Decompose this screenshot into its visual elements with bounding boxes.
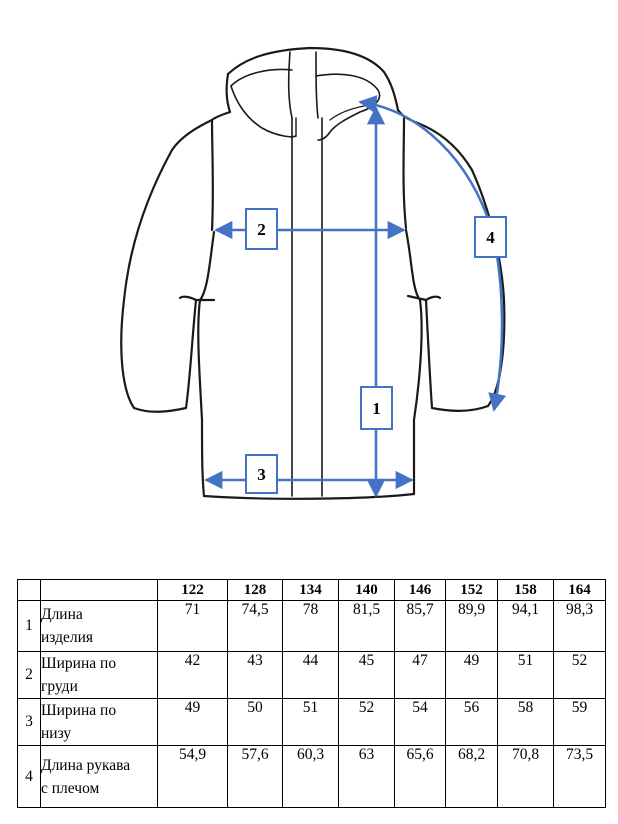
label-box-2: 2 (245, 208, 278, 250)
cell-value: 74,5 (227, 600, 283, 652)
cell-value: 98,3 (553, 600, 606, 652)
cell-value: 70,8 (497, 745, 554, 808)
cell-value: 71 (157, 600, 228, 652)
size-header: 122 (157, 579, 228, 601)
cell-value: 94,1 (497, 600, 554, 652)
svg-text:2: 2 (257, 220, 266, 239)
jacket-outline (120, 46, 506, 500)
cell-value: 44 (282, 651, 339, 699)
cell-value: 81,5 (338, 600, 395, 652)
cell-value: 89,9 (445, 600, 498, 652)
svg-text:3: 3 (257, 465, 266, 484)
cell-value: 51 (497, 651, 554, 699)
header-corner (17, 579, 41, 601)
size-header: 134 (282, 579, 339, 601)
cell-value: 59 (553, 698, 606, 746)
cell-value: 65,6 (394, 745, 446, 808)
row-index: 3 (17, 698, 41, 746)
row-index: 4 (17, 745, 41, 808)
header-name (40, 579, 158, 601)
cell-value: 52 (338, 698, 395, 746)
size-header: 152 (445, 579, 498, 601)
cell-value: 73,5 (553, 745, 606, 808)
cell-value: 54,9 (157, 745, 228, 808)
cell-value: 42 (157, 651, 228, 699)
size-header: 128 (227, 579, 283, 601)
label-box-3: 3 (245, 454, 278, 494)
cell-value: 60,3 (282, 745, 339, 808)
cell-value: 51 (282, 698, 339, 746)
cell-value: 43 (227, 651, 283, 699)
svg-text:1: 1 (372, 399, 381, 418)
cell-value: 45 (338, 651, 395, 699)
size-header: 158 (497, 579, 554, 601)
cell-value: 49 (445, 651, 498, 699)
label-box-4: 4 (474, 216, 507, 258)
cell-value: 85,7 (394, 600, 446, 652)
cell-value: 57,6 (227, 745, 283, 808)
cell-value: 50 (227, 698, 283, 746)
svg-text:4: 4 (486, 228, 495, 247)
size-header: 164 (553, 579, 606, 601)
cell-value: 49 (157, 698, 228, 746)
label-box-1: 1 (360, 386, 393, 430)
row-index: 1 (17, 600, 41, 652)
cell-value: 47 (394, 651, 446, 699)
cell-value: 54 (394, 698, 446, 746)
cell-value: 52 (553, 651, 606, 699)
cell-value: 78 (282, 600, 339, 652)
cell-value: 68,2 (445, 745, 498, 808)
cell-value: 63 (338, 745, 395, 808)
size-header: 146 (394, 579, 446, 601)
cell-value: 58 (497, 698, 554, 746)
header-row: 122 128 134 140 146 152 158 164 (17, 579, 606, 601)
row-index: 2 (17, 651, 41, 699)
jacket-measurement-diagram: 1 2 3 4 (120, 46, 507, 500)
cell-value: 56 (445, 698, 498, 746)
measurement-arrows (204, 95, 507, 498)
size-header: 140 (338, 579, 395, 601)
